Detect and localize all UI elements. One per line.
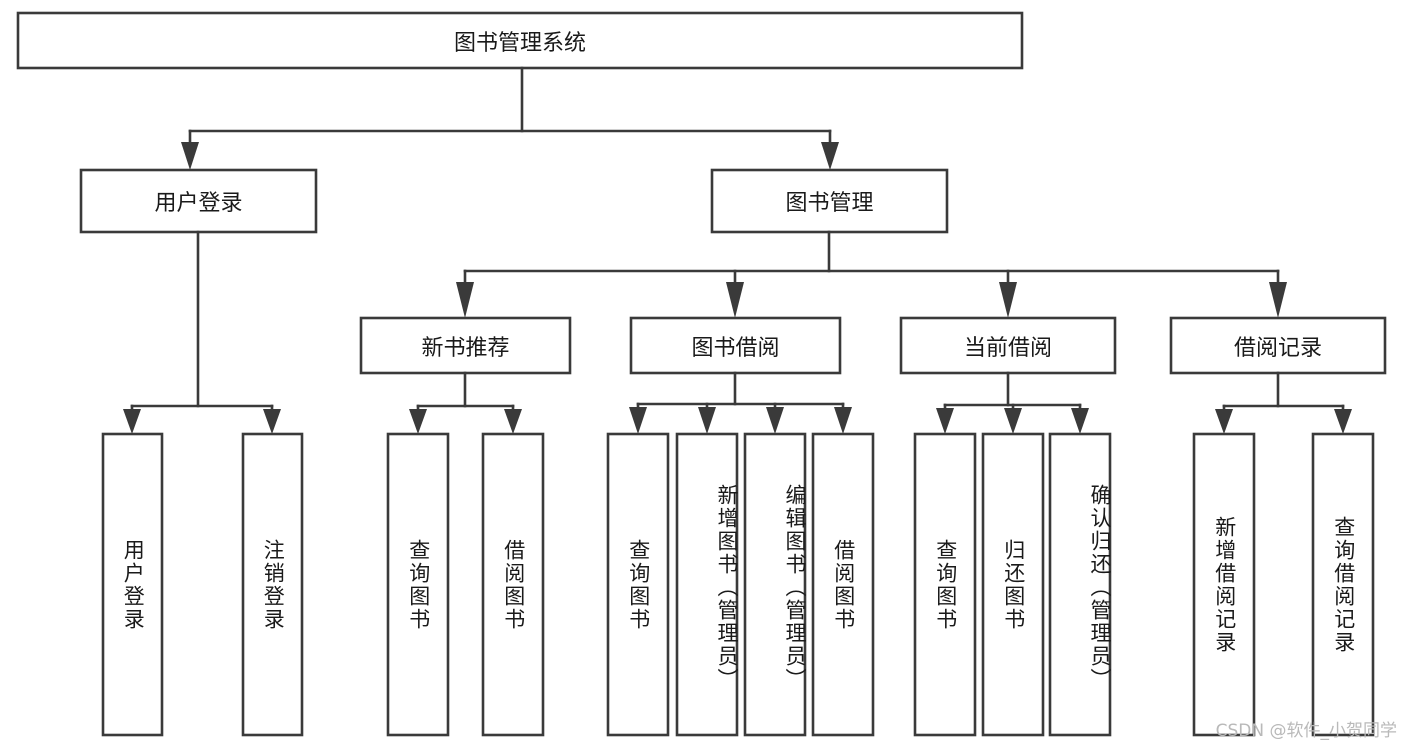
node-box-user-login[interactable] [79,168,318,234]
leaf-box-cb-confirm-return[interactable] [1048,432,1112,737]
leaf-box-bb-query-books[interactable] [606,432,670,737]
arrow-head-nb-query-books [409,409,427,434]
arrow-head-cb-query-books [936,408,954,434]
leaf-box-bb-borrow-book[interactable] [811,432,875,737]
arrow-head-cb-confirm-return [1071,408,1089,434]
watermark-text: CSDN @软件_小贺同学 [1215,721,1397,741]
arrow-head-book-borrow [726,282,744,318]
arrow-head-nb-borrow-books [504,409,522,434]
arrow-head-leaf-user-login [123,409,141,434]
node-box-current-borrow[interactable] [899,316,1117,375]
leaf-box-bb-edit-book[interactable] [743,432,807,737]
leaf-box-cb-return-books[interactable] [981,432,1045,737]
arrow-head-bb-add-book [698,407,716,434]
leaf-box-nb-borrow-books[interactable] [481,432,545,737]
arrow-head-bb-borrow-book [834,407,852,434]
node-box-new-book-recommend[interactable] [359,316,572,375]
arrow-head-borrow-records [1269,282,1287,318]
arrow-head-cb-return-books [1004,408,1022,434]
leaf-box-bb-add-book[interactable] [675,432,739,737]
node-box-book-borrow[interactable] [629,316,842,375]
arrow-head-br-add-record [1215,409,1233,434]
arrow-head-bb-edit-book [766,407,784,434]
leaf-box-br-add-record[interactable] [1192,432,1256,737]
node-box-borrow-records[interactable] [1169,316,1387,375]
node-box-book-management[interactable] [710,168,949,234]
arrow-head-current-borrow [999,282,1017,318]
leaf-box-br-query-record[interactable] [1311,432,1375,737]
leaf-box-user-login[interactable] [101,432,164,737]
arrow-head-leaf-logout [263,409,281,434]
node-box-root[interactable] [16,11,1024,70]
leaf-box-logout[interactable] [241,432,304,737]
arrow-head-book-mgmt [821,142,839,170]
leaf-box-nb-query-books[interactable] [386,432,450,737]
arrow-head-br-query-record [1334,409,1352,434]
arrow-head-user-login [181,142,199,170]
leaf-box-cb-query-books[interactable] [913,432,977,737]
arrow-head-bb-query-books [629,407,647,434]
arrow-head-new-books [456,282,474,318]
